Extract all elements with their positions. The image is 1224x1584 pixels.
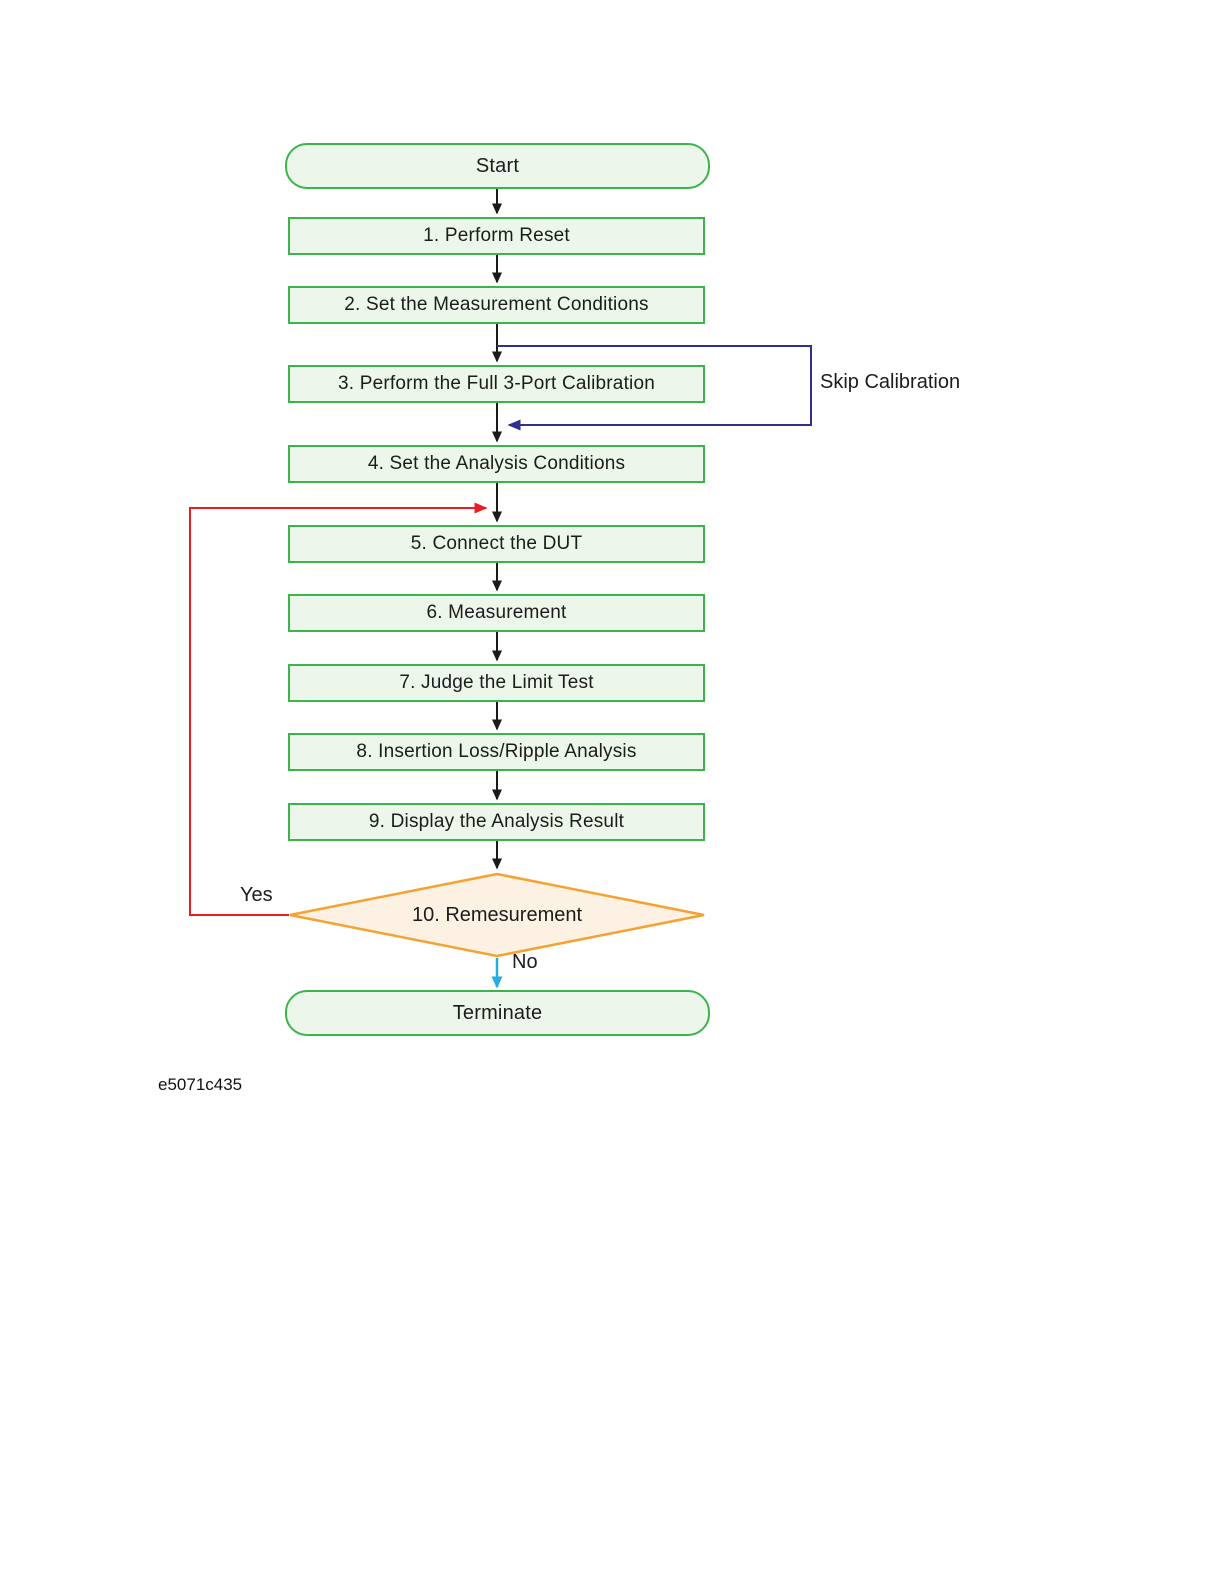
yes-label: Yes xyxy=(240,884,273,906)
decision-node: 10. Remesurement xyxy=(287,872,707,958)
step7-label: 7. Judge the Limit Test xyxy=(399,672,594,693)
skip-calibration-label: Skip Calibration xyxy=(820,371,961,393)
step4-label: 4. Set the Analysis Conditions xyxy=(367,453,626,474)
terminate-node: Terminate xyxy=(285,990,710,1036)
process-step-4: 4. Set the Analysis Conditions xyxy=(288,445,705,483)
decision-diamond-shape xyxy=(289,872,705,958)
step9-label: 9. Display the Analysis Result xyxy=(368,811,625,832)
step3-label: 3. Perform the Full 3-Port Calibration xyxy=(338,373,655,394)
step6-label: 6. Measurement xyxy=(426,602,567,623)
process-step-1: 1. Perform Reset xyxy=(288,217,705,255)
process-step-5: 5. Connect the DUT xyxy=(288,525,705,563)
process-step-6: 6. Measurement xyxy=(288,594,705,632)
process-step-8: 8. Insertion Loss/Ripple Analysis xyxy=(288,733,705,771)
process-step-9: 9. Display the Analysis Result xyxy=(288,803,705,841)
yes-loop-path xyxy=(189,502,488,916)
process-step-7: 7. Judge the Limit Test xyxy=(288,664,705,702)
step5-label: 5. Connect the DUT xyxy=(410,533,583,554)
step8-label: 8. Insertion Loss/Ripple Analysis xyxy=(356,741,637,762)
no-label: No xyxy=(512,951,538,973)
terminate-label: Terminate xyxy=(452,1001,543,1024)
start-label: Start xyxy=(475,154,520,177)
start-node: Start xyxy=(285,143,710,189)
skip-calibration-path xyxy=(497,345,812,431)
process-step-2: 2. Set the Measurement Conditions xyxy=(288,286,705,324)
decision-label: 10. Remesurement xyxy=(411,903,583,926)
figure-caption: e5071c435 xyxy=(158,1075,243,1094)
process-step-3: 3. Perform the Full 3-Port Calibration xyxy=(288,365,705,403)
step1-label: 1. Perform Reset xyxy=(423,225,570,246)
step2-label: 2. Set the Measurement Conditions xyxy=(344,294,649,315)
